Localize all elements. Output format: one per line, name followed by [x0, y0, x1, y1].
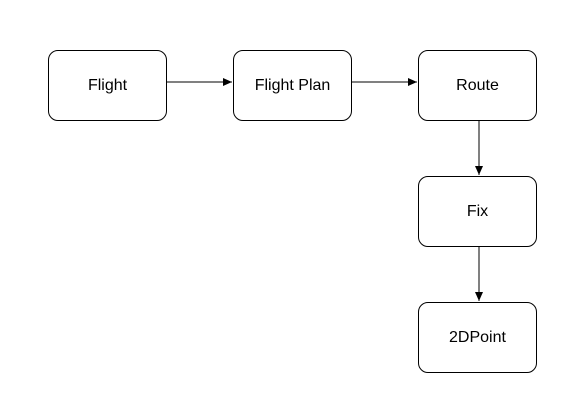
node-flight: Flight — [48, 50, 167, 121]
node-fix-label: Fix — [466, 202, 489, 220]
node-route-label: Route — [456, 76, 499, 94]
node-flight-label: Flight — [87, 76, 128, 94]
node-fix: Fix — [418, 176, 537, 247]
node-flight-plan-label: Flight Plan — [254, 76, 331, 94]
node-flight-plan: Flight Plan — [233, 50, 352, 121]
node-2dpoint: 2DPoint — [418, 302, 537, 373]
node-route: Route — [418, 50, 537, 121]
node-2dpoint-label: 2DPoint — [449, 328, 506, 346]
